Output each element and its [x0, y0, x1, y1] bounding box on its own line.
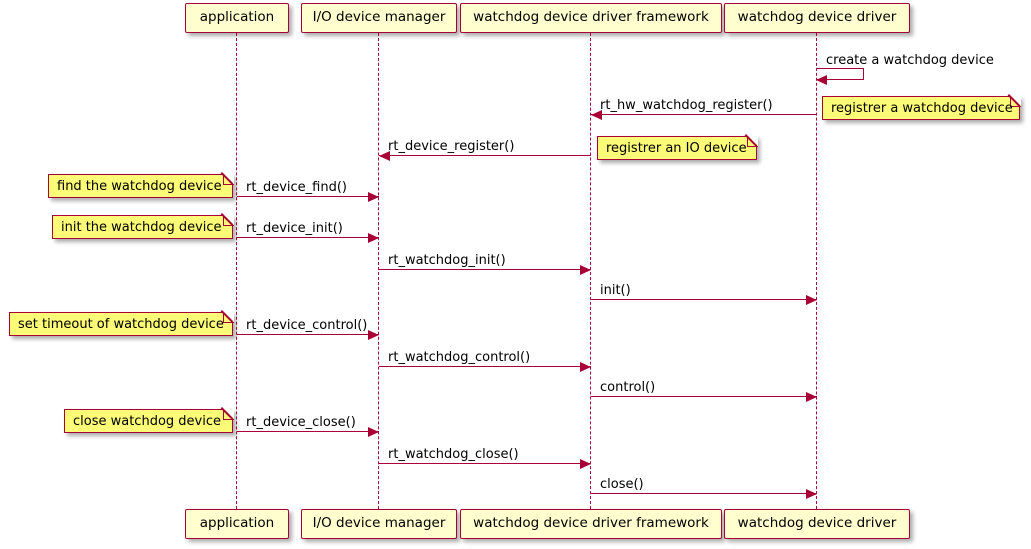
note-text-n6: close watchdog device — [73, 413, 221, 429]
message-label-m1: create a watchdog device — [826, 53, 994, 68]
message-label-m2: rt_hw_watchdog_register() — [600, 98, 773, 113]
arrow-head-m5 — [368, 232, 379, 243]
note-text-n2: registrer an IO device — [606, 140, 747, 156]
message-line-m11 — [237, 431, 379, 432]
arrow-head-m7 — [806, 294, 817, 305]
note-text-n5: set timeout of watchdog device — [18, 316, 224, 332]
message-label-m8: rt_device_control() — [246, 318, 368, 333]
participant-header-io_manager[interactable]: I/O device manager — [301, 3, 457, 33]
lifeline-driver — [816, 33, 818, 509]
arrow-head-m12 — [580, 458, 591, 469]
note-fold-corner-n5 — [222, 310, 234, 323]
message-line-m2 — [591, 114, 817, 115]
participant-footer-application[interactable]: application — [185, 509, 289, 539]
participant-header-driver[interactable]: watchdog device driver — [723, 3, 911, 33]
message-label-m6: rt_watchdog_init() — [388, 253, 506, 268]
note-n4: init the watchdog device — [52, 213, 234, 239]
message-label-m4: rt_device_find() — [246, 180, 347, 195]
message-line-m4 — [237, 196, 379, 197]
message-label-m12: rt_watchdog_close() — [388, 447, 519, 462]
note-fold-corner-n2 — [746, 134, 758, 147]
lifeline-application — [236, 33, 238, 509]
message-line-m6 — [379, 269, 591, 270]
arrow-head-m6 — [580, 264, 591, 275]
arrow-head-m9 — [580, 361, 591, 372]
message-label-m3: rt_device_register() — [388, 139, 515, 154]
message-label-m11: rt_device_close() — [246, 415, 356, 430]
message-label-m5: rt_device_init() — [246, 221, 343, 236]
note-text-n1: registrer a watchdog device — [831, 100, 1013, 116]
participant-header-application[interactable]: application — [185, 3, 289, 33]
arrow-head-m10 — [806, 391, 817, 402]
arrow-head-m4 — [368, 191, 379, 202]
arrow-head-m2 — [590, 109, 602, 120]
note-fold-corner-n3 — [222, 172, 234, 185]
message-line-m10 — [591, 396, 817, 397]
message-line-m7 — [591, 299, 817, 300]
message-line-m9 — [379, 366, 591, 367]
participant-header-framework[interactable]: watchdog device driver framework — [460, 3, 722, 33]
note-n5: set timeout of watchdog device — [9, 310, 234, 336]
message-label-m10: control() — [600, 380, 656, 395]
message-label-m13: close() — [600, 477, 644, 492]
message-label-m7: init() — [600, 283, 631, 298]
message-line-m3 — [379, 155, 591, 156]
note-n1: registrer a watchdog device — [822, 94, 1021, 120]
arrow-head-m11 — [368, 426, 379, 437]
arrow-head-m13 — [806, 488, 817, 499]
participant-footer-driver[interactable]: watchdog device driver — [723, 509, 911, 539]
message-line-m13 — [591, 493, 817, 494]
note-n2: registrer an IO device — [597, 134, 758, 160]
arrow-head-m8 — [368, 329, 379, 340]
participant-footer-io_manager[interactable]: I/O device manager — [301, 509, 457, 539]
participant-footer-framework[interactable]: watchdog device driver framework — [460, 509, 722, 539]
note-text-n3: find the watchdog device — [57, 178, 222, 194]
lifeline-io_manager — [378, 33, 380, 509]
note-n3: find the watchdog device — [48, 172, 234, 198]
arrow-head-m1 — [816, 75, 827, 85]
message-line-m12 — [379, 463, 591, 464]
message-line-m8 — [237, 334, 379, 335]
message-line-m5 — [237, 237, 379, 238]
self-call-m1 — [817, 68, 864, 80]
note-fold-corner-n6 — [222, 407, 234, 420]
note-n6: close watchdog device — [64, 407, 234, 433]
message-label-m9: rt_watchdog_control() — [388, 350, 531, 365]
note-fold-corner-n4 — [222, 213, 234, 226]
note-fold-corner-n1 — [1009, 94, 1021, 107]
note-text-n4: init the watchdog device — [61, 219, 222, 235]
arrow-head-m3 — [378, 150, 390, 161]
